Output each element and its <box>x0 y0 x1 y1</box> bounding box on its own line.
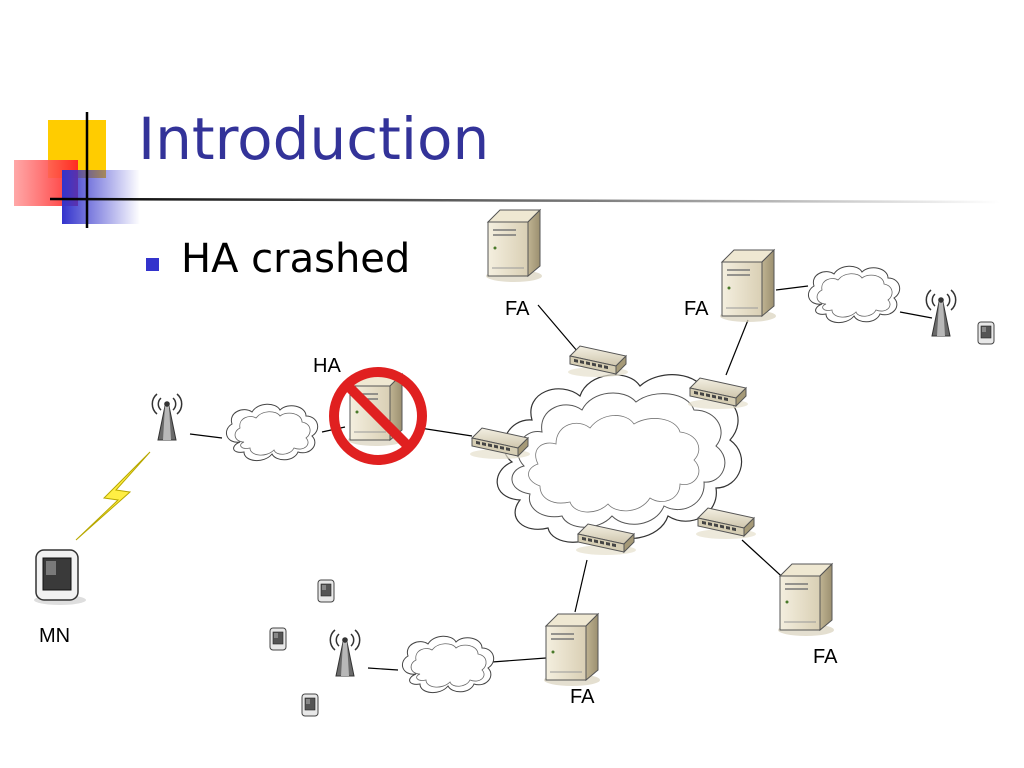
cloud-icon <box>807 265 901 324</box>
pda-icon <box>977 321 995 345</box>
bullet-marker <box>146 258 159 271</box>
prohibited-icon <box>329 367 427 465</box>
pda-icon <box>317 579 335 603</box>
antenna-icon <box>151 393 183 441</box>
fa-top-label: FA <box>505 298 530 320</box>
cloud-icon <box>225 403 319 462</box>
pda-icon <box>301 693 319 717</box>
bullet-text: HA crashed <box>181 236 411 282</box>
fa-bottom-right-label: FA <box>813 646 838 668</box>
fa-top-right-label: FA <box>684 298 709 320</box>
title-decoration <box>14 112 1001 228</box>
fa-bottom-label: FA <box>570 686 595 708</box>
pda-icon <box>269 627 287 651</box>
switch-icon <box>687 377 749 410</box>
server-icon <box>777 563 835 637</box>
server-icon <box>719 249 777 323</box>
server-icon <box>543 613 601 687</box>
antenna-icon <box>329 629 361 677</box>
switch-icon <box>695 507 757 540</box>
switch-icon <box>567 345 629 378</box>
lightning-icon <box>75 451 151 541</box>
server-icon <box>485 209 543 283</box>
antenna-icon <box>925 289 957 337</box>
mobile-node-icon <box>34 549 86 605</box>
cloud-icon <box>401 635 495 694</box>
slide-title: Introduction <box>138 105 490 173</box>
ha-label: HA <box>313 355 341 377</box>
mn-label: MN <box>39 625 71 647</box>
